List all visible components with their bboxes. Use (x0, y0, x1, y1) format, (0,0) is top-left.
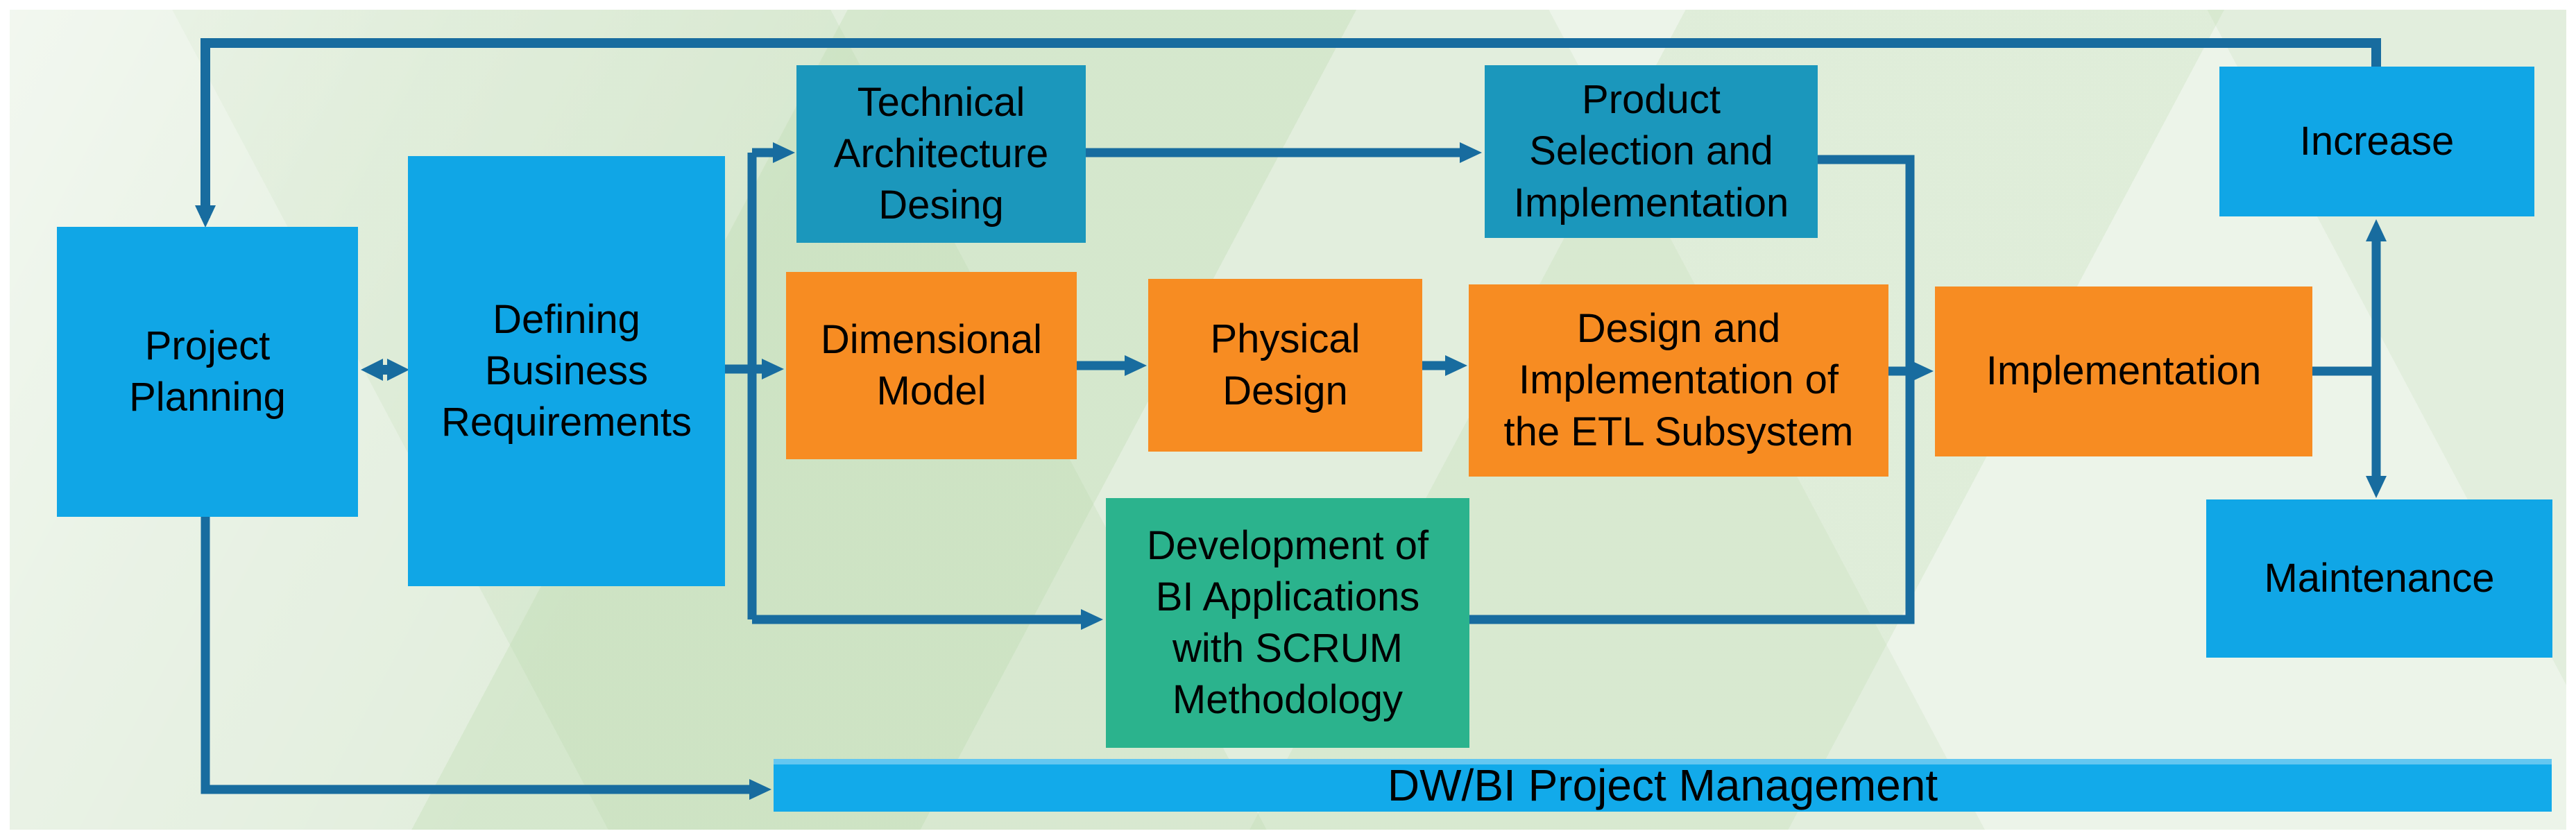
dwbi-project-management-bar-label: DW/BI Project Management (1387, 760, 1938, 810)
connector-planning-defining-double-arrow (361, 359, 409, 381)
connector-defining-to-dimensional (725, 359, 784, 379)
node-maintenance: Maintenance (2206, 499, 2552, 658)
connector-physical-to-etl (1422, 355, 1467, 376)
node-product-selection-implementation: Product Selection and Implementation (1485, 65, 1818, 238)
connector-increase-to-project-planning (195, 43, 2376, 228)
node-maintenance-label: Maintenance (2264, 555, 2495, 601)
node-physical-design-label: Physical Design (1210, 316, 1360, 413)
connector-product-and-bi-junction (1469, 160, 1910, 619)
node-implementation-label: Implementation (1986, 348, 2262, 394)
node-dimensional-model-label: Dimensional Model (820, 316, 1043, 413)
dwbi-project-management-bar: DW/BI Project Management (774, 759, 2552, 812)
node-dimensional-model: Dimensional Model (786, 272, 1077, 459)
node-technical-architecture-design: Technical Architecture Desing (796, 65, 1086, 243)
node-etl-design-implementation: Design and Implementation of the ETL Sub… (1469, 284, 1888, 477)
connector-dimensional-to-physical (1077, 355, 1147, 376)
connector-branch-to-bi-development (752, 609, 1103, 630)
node-bi-development-scrum-label: Development of BI Applications with SCRU… (1146, 522, 1429, 723)
node-product-selection-implementation-label: Product Selection and Implementation (1513, 77, 1789, 225)
connector-implementation-fork (2312, 219, 2387, 498)
connector-branch-to-technical (752, 142, 795, 163)
node-increase: Increase (2219, 67, 2534, 216)
node-defining-business-requirements-label: Defining Business Requirements (441, 296, 692, 445)
node-project-planning-label: Project Planning (129, 323, 286, 420)
node-physical-design: Physical Design (1148, 279, 1422, 452)
node-technical-architecture-design-label: Technical Architecture Desing (833, 79, 1049, 228)
connector-technical-to-product (1086, 142, 1482, 163)
node-etl-design-implementation-label: Design and Implementation of the ETL Sub… (1503, 306, 1854, 454)
node-bi-development-scrum: Development of BI Applications with SCRU… (1106, 498, 1469, 748)
connector-project-planning-to-bar (205, 515, 771, 800)
node-project-planning: Project Planning (57, 227, 358, 517)
node-implementation: Implementation (1935, 287, 2312, 456)
node-defining-business-requirements: Defining Business Requirements (408, 156, 725, 586)
node-increase-label: Increase (2299, 118, 2455, 164)
